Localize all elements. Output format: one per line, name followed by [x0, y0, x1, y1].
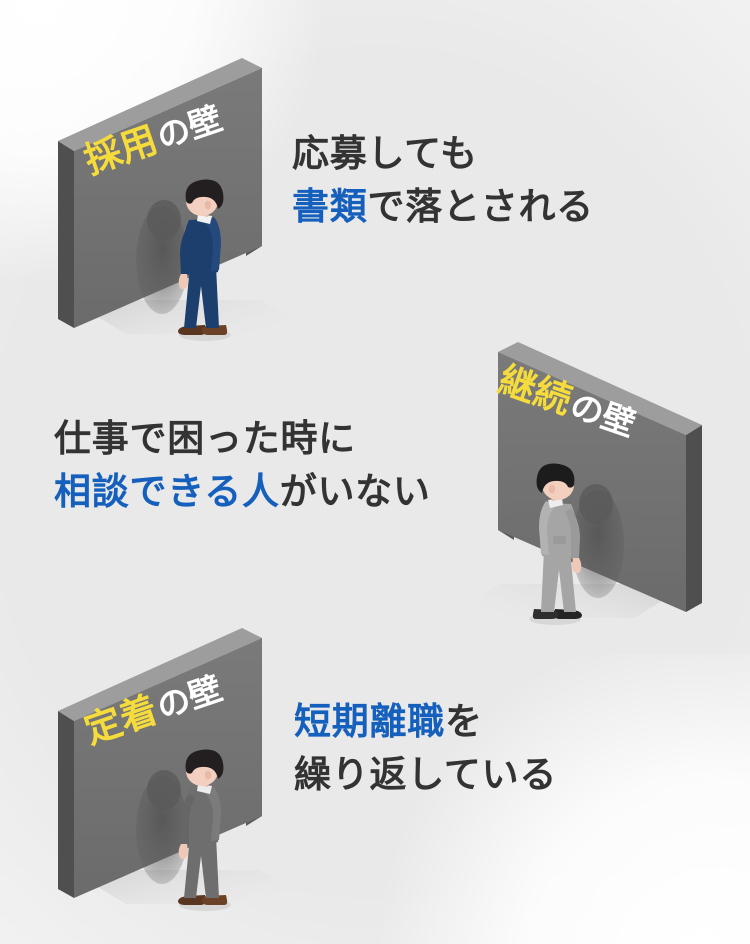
copy-rest: で落とされる	[367, 185, 594, 227]
jacket-highlight	[539, 501, 556, 555]
copy-line-1: 短期離職を	[294, 696, 557, 749]
copy-line-2: 相談できる人がいない	[54, 466, 431, 519]
copy-line-1: 仕事で困った時に	[54, 418, 356, 459]
jacket-pocket	[553, 536, 566, 544]
copy-block-keizoku: 仕事で困った時に 相談できる人がいない	[54, 413, 431, 518]
wall-top-face	[498, 342, 702, 435]
trousers	[184, 266, 219, 328]
wall-top-face	[58, 58, 262, 151]
jacket-highlight	[204, 787, 221, 841]
wall-right-face	[686, 425, 702, 612]
wall-cast-shadow-head	[579, 484, 613, 524]
wall-saiyo-illustration: 採用 の壁	[58, 58, 318, 341]
figure-gray-suit	[178, 749, 231, 911]
wall-cast-shadow-head	[147, 770, 181, 810]
figure-light-gray-suit	[529, 463, 582, 625]
copy-block-saiyo: 応募しても 書類で落とされる	[292, 128, 594, 233]
ear	[548, 484, 556, 494]
wall-teichaku-illustration: 定着 の壁	[58, 628, 318, 911]
figure-navy-suit	[178, 179, 231, 341]
jacket	[183, 789, 220, 845]
wall-top-face	[58, 628, 262, 721]
ear	[204, 200, 212, 210]
wall-block-saiyo: 採用 の壁	[18, 38, 338, 358]
shirt-collar	[197, 214, 212, 224]
arm-left	[180, 224, 195, 275]
copy-highlight: 相談できる人	[54, 470, 280, 512]
wall-keizoku-illustration: 継続 の壁	[452, 342, 702, 625]
hair	[185, 749, 224, 779]
wall-block-teichaku: 定着 の壁	[18, 608, 338, 928]
copy-line-1: 応募しても	[292, 133, 478, 174]
arm-left	[565, 508, 580, 559]
trousers	[184, 836, 219, 898]
jacket-highlight	[204, 217, 221, 271]
copy-highlight: 書類	[292, 185, 368, 227]
hair	[536, 463, 575, 493]
wall-block-keizoku: 継続 の壁	[452, 322, 742, 632]
hand-left	[178, 274, 188, 290]
jacket	[183, 219, 220, 275]
copy-rest: がいない	[279, 470, 431, 512]
copy-rest: を	[444, 701, 483, 742]
hair	[185, 179, 224, 209]
hand-left	[178, 844, 188, 860]
hand-left	[572, 558, 582, 574]
shirt-collar	[548, 498, 563, 508]
shirt-collar	[197, 784, 212, 794]
copy-block-teichaku: 短期離職を 繰り返している	[294, 696, 557, 801]
copy-line-2: 繰り返している	[294, 753, 558, 795]
ear	[204, 770, 212, 780]
wall-left-face	[58, 141, 74, 328]
trousers	[541, 550, 576, 612]
arm-left	[180, 794, 195, 845]
jacket	[540, 503, 577, 559]
wall-cast-shadow-head	[147, 200, 181, 240]
copy-line-2: 書類で落とされる	[292, 181, 594, 234]
copy-highlight: 短期離職	[294, 701, 445, 742]
wall-left-face	[58, 711, 74, 898]
